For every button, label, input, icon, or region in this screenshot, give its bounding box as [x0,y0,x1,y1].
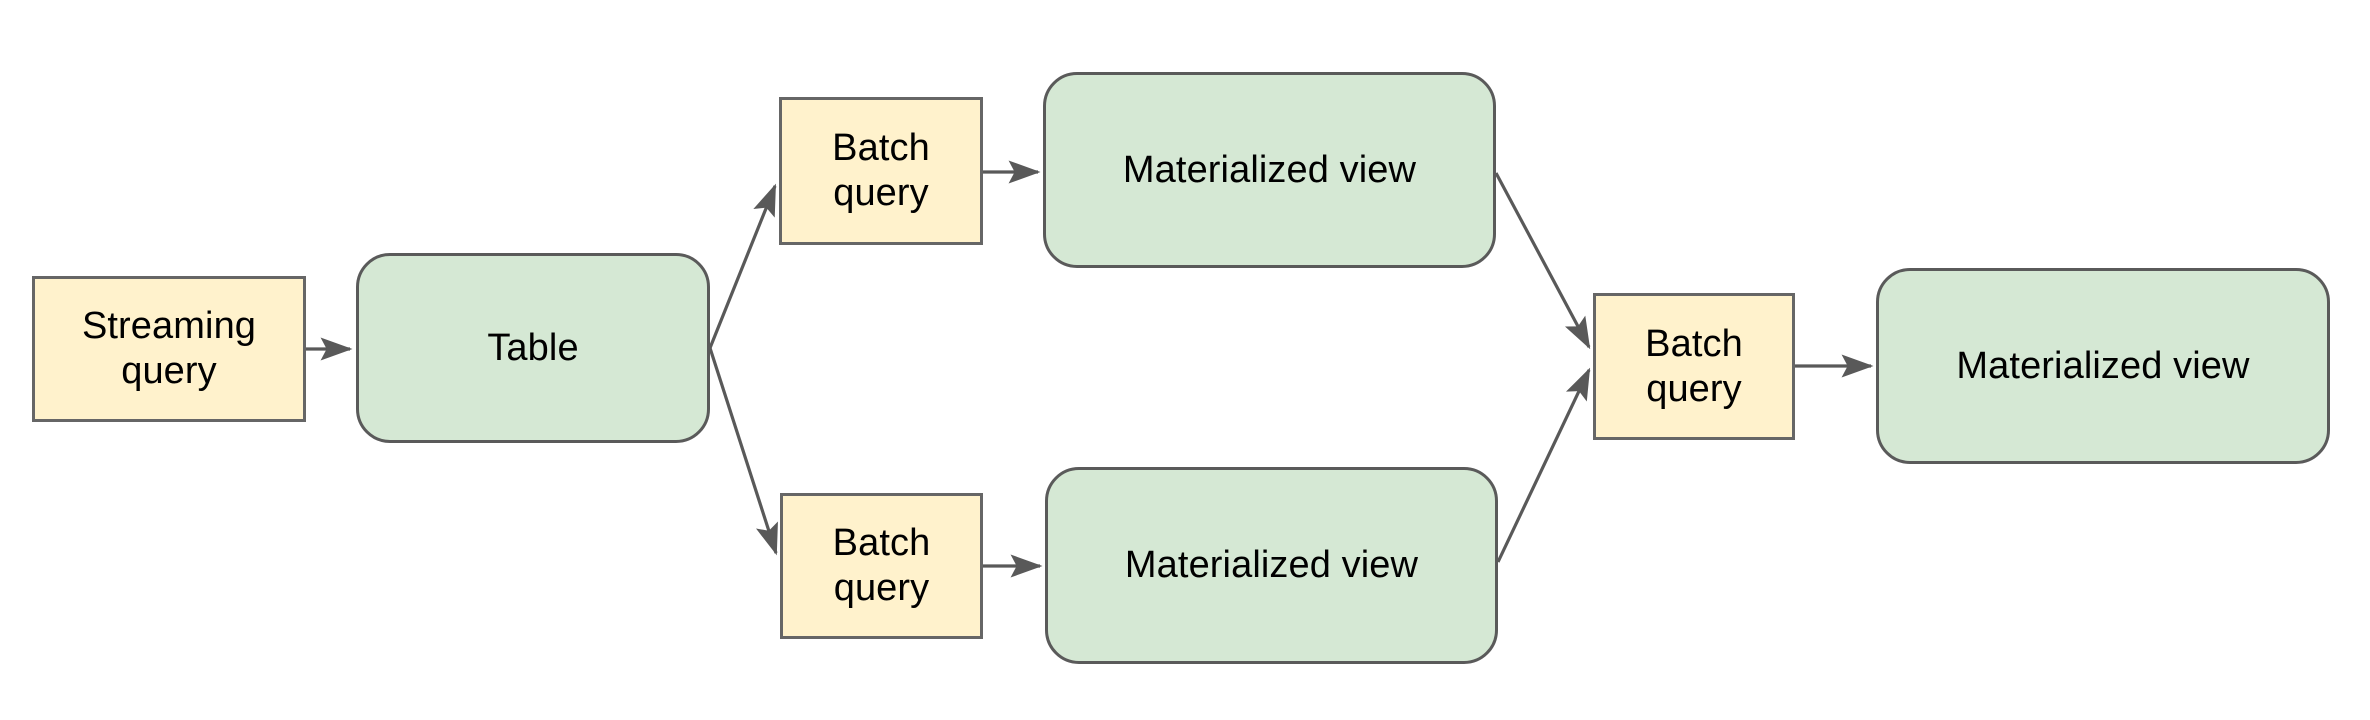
node-table[interactable]: Table [356,253,710,443]
node-label-batch-query-top: Batch query [832,127,930,214]
node-label-materialized-view-bottom: Materialized view [1124,544,1419,587]
node-label-materialized-view-final: Materialized view [1956,344,2250,387]
edge-table-to-batch-bottom [708,347,778,556]
node-batch-query-bottom[interactable]: Batch query [780,493,983,639]
node-batch-query-top[interactable]: Batch query [779,97,983,245]
node-materialized-view-bottom[interactable]: Materialized view [1045,467,1498,664]
node-label-batch-query-bottom: Batch query [832,522,931,609]
edge-table-to-batch-top [708,183,777,349]
edge-mv-top-to-batch-join [1494,172,1591,350]
node-batch-query-join[interactable]: Batch query [1593,293,1795,440]
node-label-batch-query-join: Batch query [1645,322,1743,410]
edge-mv-bottom-to-batch-join [1496,367,1591,563]
node-label-materialized-view-top: Materialized view [1122,148,1417,191]
node-streaming-query[interactable]: Streaming query [32,276,306,422]
node-label-table: Table [487,326,579,369]
node-label-streaming-query: Streaming query [81,305,257,392]
node-materialized-view-top[interactable]: Materialized view [1043,72,1496,268]
node-materialized-view-final[interactable]: Materialized view [1876,268,2330,464]
